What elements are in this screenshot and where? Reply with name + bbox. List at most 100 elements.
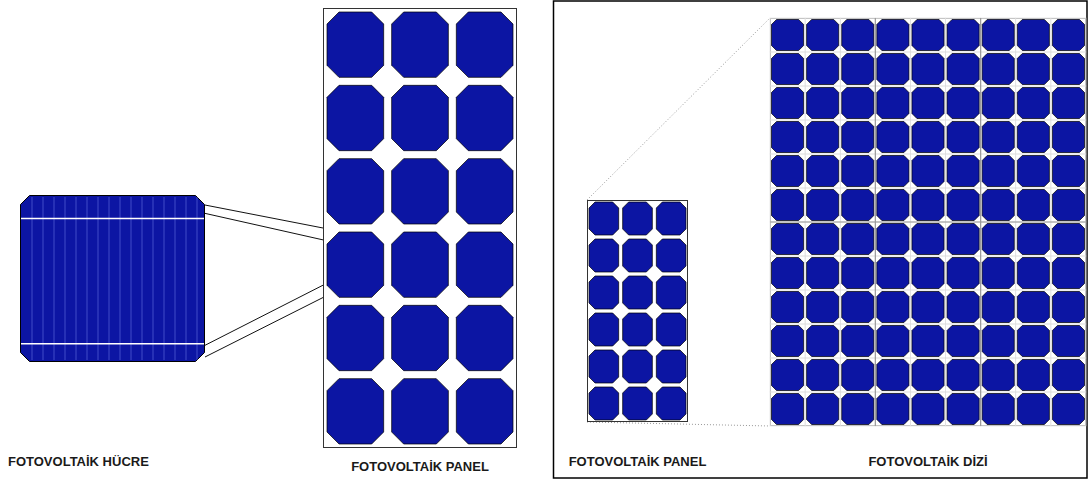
cell-grid <box>1016 52 1051 86</box>
cell-grid <box>1051 256 1086 290</box>
pv-cell <box>877 122 909 153</box>
pv-cell <box>877 190 909 221</box>
panel-frame <box>588 201 688 422</box>
pv-cell <box>947 88 979 119</box>
pv-cell <box>656 350 686 383</box>
pv-cell <box>807 54 839 85</box>
cell-grid <box>875 256 910 290</box>
cell-grid <box>910 188 945 222</box>
cell-grid <box>875 86 910 120</box>
pv-cell <box>656 313 686 346</box>
pv-cell <box>1017 88 1049 119</box>
pv-cell <box>656 387 686 420</box>
pv-cell <box>877 360 909 391</box>
finger-line <box>142 197 143 360</box>
pv-panel-drawing <box>323 8 517 448</box>
pv-cell <box>912 258 944 289</box>
cell-grid <box>910 86 945 120</box>
pv-cell <box>327 379 384 444</box>
cell-grid <box>981 392 1016 426</box>
pv-cell <box>623 387 653 420</box>
pv-cell <box>1017 190 1049 221</box>
pv-cell <box>1017 20 1049 51</box>
cell-grid <box>805 358 840 392</box>
cell-grid <box>1016 154 1051 188</box>
pv-cell <box>947 326 979 357</box>
cell-grid <box>1016 358 1051 392</box>
cell-grid <box>981 154 1016 188</box>
cell-grid <box>910 154 945 188</box>
pv-cell <box>456 159 513 224</box>
pv-cell <box>1052 54 1084 85</box>
cell-grid <box>875 358 910 392</box>
pv-panel-small: FOTOVOLTAİK PANEL <box>587 200 688 422</box>
cell-grid <box>1016 256 1051 290</box>
cell-grid <box>910 120 945 154</box>
pv-cell <box>842 88 874 119</box>
cell-grid <box>770 188 805 222</box>
cell-grid <box>1051 120 1086 154</box>
pv-cell <box>842 54 874 85</box>
pv-cell <box>912 156 944 187</box>
finger-line <box>98 197 99 360</box>
pv-cell <box>456 305 513 370</box>
cell-grid <box>1016 86 1051 120</box>
pv-cell <box>877 258 909 289</box>
panel-divider <box>770 221 1086 222</box>
cell-grid <box>1051 154 1086 188</box>
cell-grid <box>805 256 840 290</box>
busbar-line <box>21 218 204 220</box>
pv-cell <box>772 292 804 323</box>
pv-cell <box>912 122 944 153</box>
pv-cell <box>327 305 384 370</box>
pv-cell <box>842 190 874 221</box>
pv-cell <box>912 190 944 221</box>
cell-grid <box>981 324 1016 358</box>
cell-grid <box>840 256 875 290</box>
pv-cell <box>772 156 804 187</box>
cell-grid <box>981 358 1016 392</box>
pv-cell <box>392 232 449 297</box>
cell-grid <box>805 52 840 86</box>
pv-cell <box>947 122 979 153</box>
finger-line <box>43 197 44 360</box>
pv-cell <box>772 326 804 357</box>
pv-cell <box>589 387 619 420</box>
pv-cell <box>1052 122 1084 153</box>
cell-grid <box>770 222 805 256</box>
cell-grid <box>875 290 910 324</box>
pv-cell <box>1052 326 1084 357</box>
cell-grid <box>946 256 981 290</box>
cell-grid <box>770 256 805 290</box>
pv-cell <box>807 122 839 153</box>
pv-cell <box>807 156 839 187</box>
pv-cell <box>947 224 979 255</box>
cell-grid <box>840 392 875 426</box>
cell-grid <box>981 120 1016 154</box>
cell-grid <box>946 52 981 86</box>
pv-cell <box>456 232 513 297</box>
cell-grid <box>1051 222 1086 256</box>
pv-cell <box>589 276 619 309</box>
cell-grid <box>910 358 945 392</box>
cell-grid <box>875 52 910 86</box>
pv-cell <box>947 292 979 323</box>
pv-cell <box>1017 258 1049 289</box>
pv-cell <box>877 326 909 357</box>
cell-grid <box>946 392 981 426</box>
cell-grid <box>840 222 875 256</box>
cell-grid <box>910 324 945 358</box>
cell-grid <box>910 290 945 324</box>
pv-cell <box>807 190 839 221</box>
pv-cell <box>623 350 653 383</box>
pv-array-drawing <box>770 18 1086 426</box>
pv-cell <box>772 394 804 425</box>
finger-line <box>153 197 154 360</box>
cell-grid <box>805 290 840 324</box>
pv-cell <box>947 190 979 221</box>
pv-cell <box>1017 224 1049 255</box>
pv-cell <box>1052 258 1084 289</box>
pv-cell <box>982 20 1014 51</box>
pv-cell <box>842 326 874 357</box>
pv-cell <box>912 292 944 323</box>
